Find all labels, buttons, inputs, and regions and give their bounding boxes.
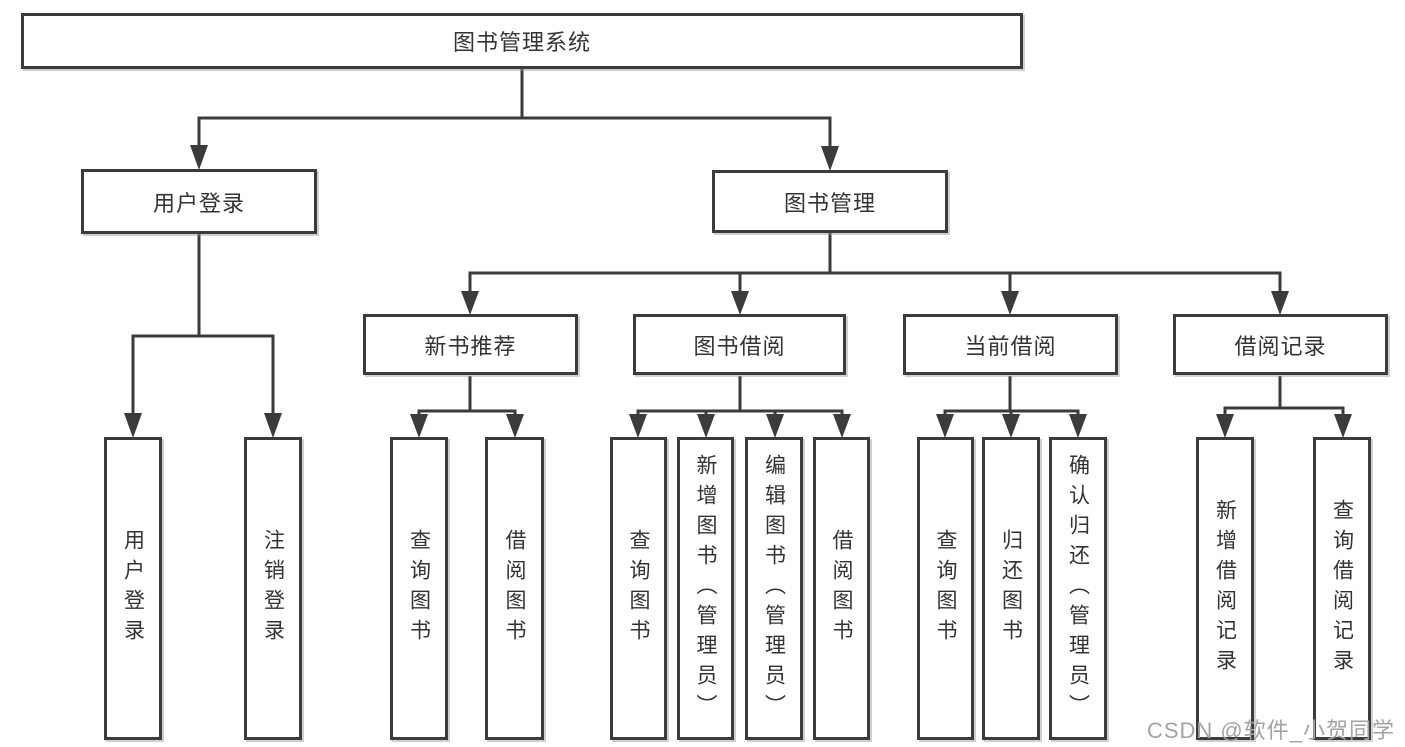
leaf-borrow-books: 借阅图书 <box>813 437 870 740</box>
leaf-return-books-label: 归还图书 <box>999 528 1023 649</box>
leaf-query-books-borrowing-label: 查询图书 <box>627 528 650 649</box>
node-book-borrowing: 图书借阅 <box>633 314 846 375</box>
leaf-query-books-recommend: 查询图书 <box>390 437 448 740</box>
leaf-edit-book-admin: 编辑图书（管理员） <box>745 437 803 740</box>
leaf-borrow-books-recommend-label: 借阅图书 <box>503 528 526 649</box>
node-current-borrowing: 当前借阅 <box>903 314 1118 375</box>
node-user-login: 用户登录 <box>81 169 317 234</box>
leaf-query-borrow-record-label: 查询借阅记录 <box>1330 498 1354 679</box>
csdn-watermark: CSDN @软件_小贺同学 <box>1146 718 1395 743</box>
node-user-login-label: 用户登录 <box>152 190 245 216</box>
node-library-system: 图书管理系统 <box>21 13 1023 69</box>
node-book-borrowing-label: 图书借阅 <box>693 333 786 359</box>
leaf-query-books-current-label: 查询图书 <box>934 528 957 649</box>
leaf-confirm-return-admin-label: 确认归还（管理员） <box>1066 453 1090 724</box>
leaf-user-login-label: 用户登录 <box>121 528 145 649</box>
node-book-management: 图书管理 <box>712 170 948 233</box>
leaf-edit-book-admin-label: 编辑图书（管理员） <box>762 453 786 724</box>
node-library-system-label: 图书管理系统 <box>452 30 591 55</box>
node-current-borrowing-label: 当前借阅 <box>964 333 1057 359</box>
node-book-management-label: 图书管理 <box>783 190 876 216</box>
leaf-user-login: 用户登录 <box>104 437 162 740</box>
leaf-logout: 注销登录 <box>244 437 302 740</box>
leaf-query-books-current: 查询图书 <box>917 437 974 740</box>
leaf-add-borrow-record: 新增借阅记录 <box>1196 437 1254 740</box>
leaf-add-book-admin: 新增图书（管理员） <box>677 437 734 740</box>
leaf-confirm-return-admin: 确认归还（管理员） <box>1049 437 1107 740</box>
node-borrowing-records-label: 借阅记录 <box>1234 333 1327 359</box>
leaf-logout-label: 注销登录 <box>261 528 285 649</box>
leaf-query-borrow-record: 查询借阅记录 <box>1313 437 1371 740</box>
leaf-return-books: 归还图书 <box>982 437 1040 740</box>
leaf-query-books-borrowing: 查询图书 <box>610 437 667 740</box>
node-borrowing-records: 借阅记录 <box>1173 314 1388 375</box>
node-new-book-recommend-label: 新书推荐 <box>424 333 517 359</box>
leaf-add-borrow-record-label: 新增借阅记录 <box>1213 498 1237 679</box>
leaf-borrow-books-recommend: 借阅图书 <box>485 437 544 740</box>
leaf-add-book-admin-label: 新增图书（管理员） <box>694 453 717 724</box>
leaf-query-books-recommend-label: 查询图书 <box>407 528 431 649</box>
leaf-borrow-books-label: 借阅图书 <box>830 528 853 649</box>
node-new-book-recommend: 新书推荐 <box>363 314 578 375</box>
